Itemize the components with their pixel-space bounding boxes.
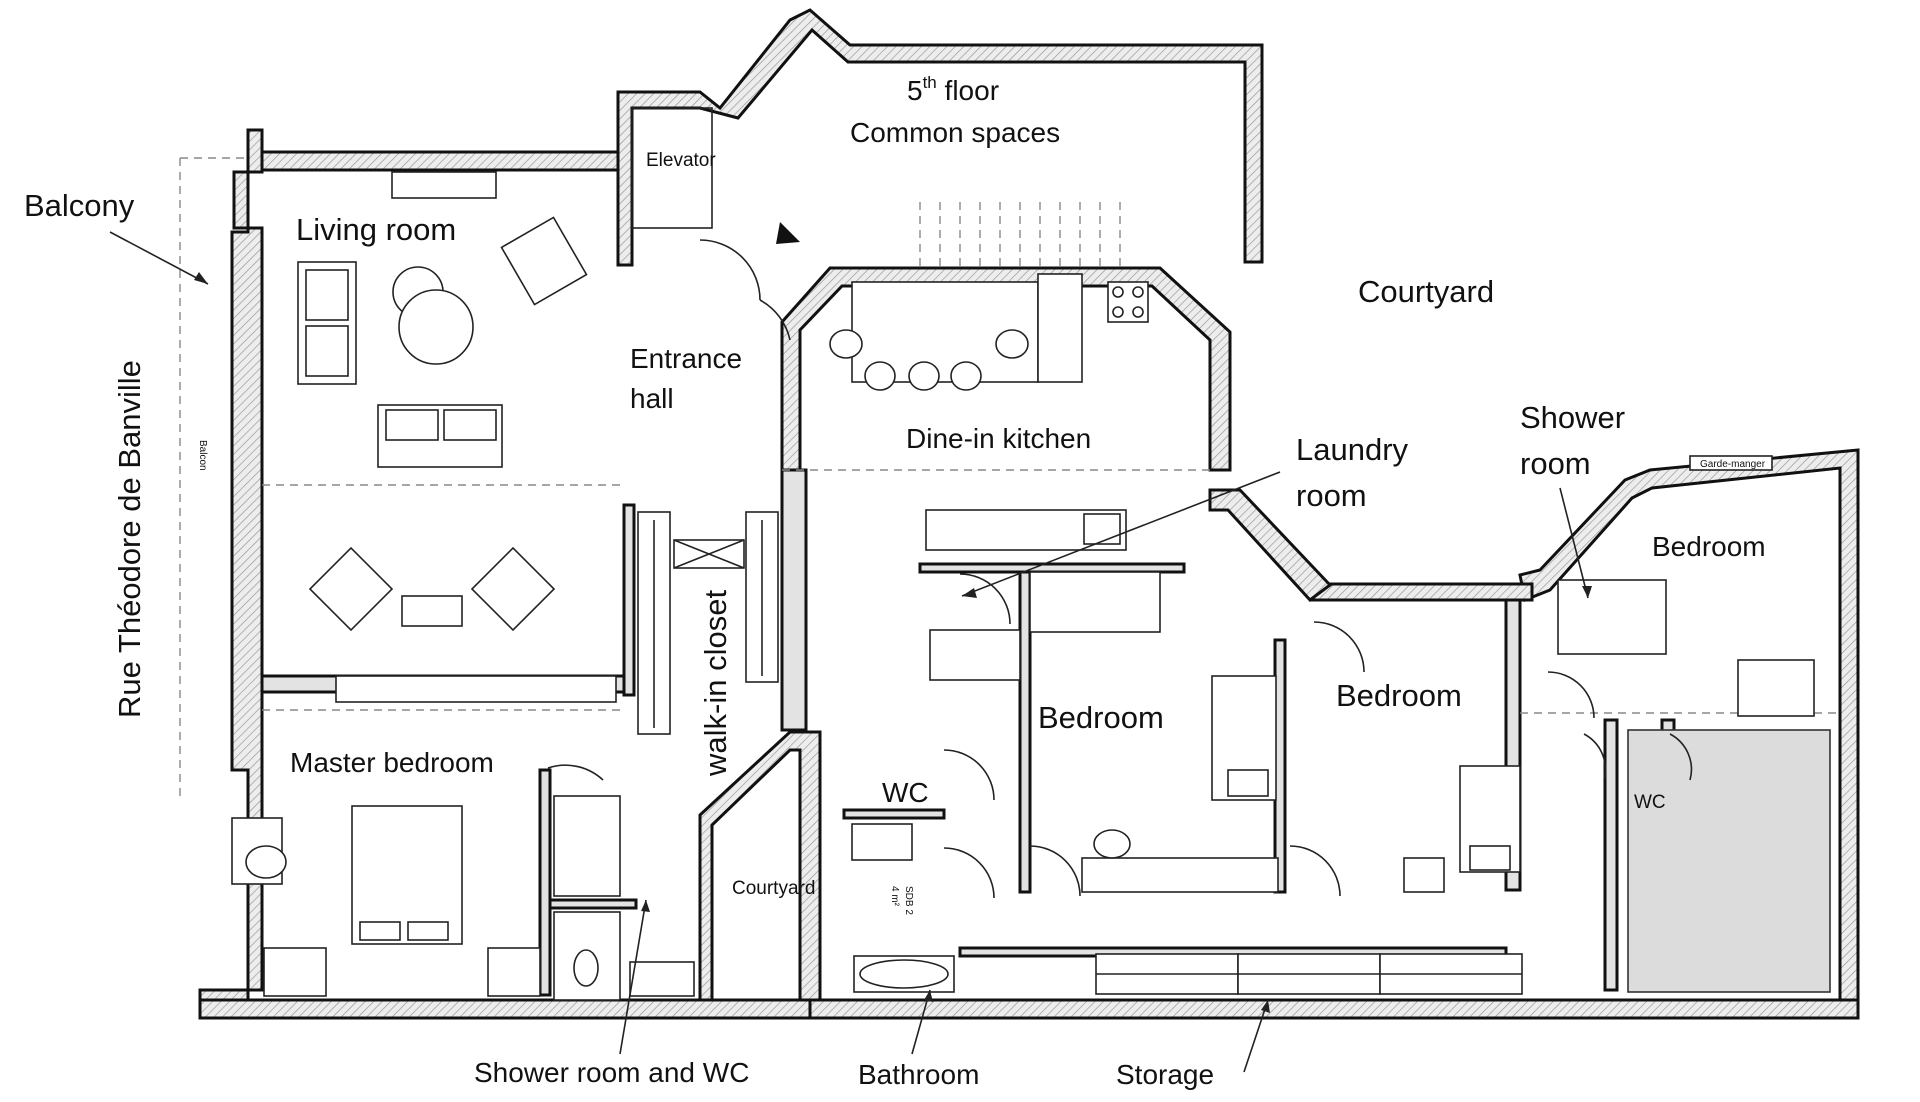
wc-center-label: WC xyxy=(882,777,929,808)
wardrobe-left xyxy=(263,947,327,997)
kitchen-furniture xyxy=(829,273,1149,551)
master-shower-wc xyxy=(553,795,695,1001)
living-room-furniture xyxy=(297,171,617,703)
walk-in-closet xyxy=(637,511,779,735)
wardrobe-center xyxy=(1081,857,1279,893)
shower-room-top-label-1: Shower xyxy=(1520,400,1625,435)
closet-hangers xyxy=(653,520,763,728)
right-wing xyxy=(1547,455,1831,993)
shower-room-top-label-2: room xyxy=(1520,446,1591,481)
common-spaces-label: Common spaces xyxy=(850,117,1060,148)
armchair-right xyxy=(470,546,556,632)
bathroom-arrow xyxy=(911,989,931,1055)
shower-tray xyxy=(1557,579,1667,655)
stair-lines xyxy=(919,202,1121,268)
sdb-label: SDB 2 xyxy=(903,886,914,915)
balcon-small-label: Balcon xyxy=(197,440,208,471)
dine-in-kitchen-label: Dine-in kitchen xyxy=(906,423,1091,454)
kitchen-counter xyxy=(1037,273,1083,383)
elevator-label: Elevator xyxy=(646,150,716,171)
bathroom-label: Bathroom xyxy=(858,1059,979,1090)
fireplace xyxy=(391,171,497,199)
top-wall-living xyxy=(260,150,620,172)
kitchen-sink xyxy=(1083,513,1121,545)
bathroom-wc-partition xyxy=(842,808,946,820)
balcony-arrow xyxy=(109,231,209,285)
left-facade-wall xyxy=(230,128,264,992)
laundry-diag-wall xyxy=(1208,488,1333,603)
elevator-shaft xyxy=(631,107,713,229)
wc-right-label: WC xyxy=(1634,792,1666,813)
shower-room-arrow xyxy=(1559,487,1589,599)
dashed-lines xyxy=(179,157,1840,800)
laundry-room xyxy=(929,571,1161,681)
grey-room xyxy=(1627,729,1831,993)
bottom-wall-right xyxy=(808,998,1860,1020)
entrance-hall-label-2: hall xyxy=(630,383,674,414)
living-room-label: Living room xyxy=(296,212,456,247)
master-bedroom-label: Master bedroom xyxy=(290,747,494,778)
mid-bedroom-top-wall xyxy=(1310,582,1534,602)
sideboard xyxy=(335,675,617,703)
laundry-room-label-1: Laundry xyxy=(1296,432,1409,467)
courtyard-small-label: Courtyard xyxy=(732,878,815,899)
shower-room-wc-label: Shower room and WC xyxy=(474,1057,749,1088)
entrance-hall-label-1: Entrance xyxy=(630,343,742,374)
armchair-left xyxy=(308,546,394,632)
corridor-top-wall xyxy=(918,562,1186,574)
balcony-label: Balcony xyxy=(24,188,135,223)
right-wc-wall xyxy=(1603,718,1619,992)
shower-partition xyxy=(548,898,638,910)
garde-manger-cabinet xyxy=(1689,455,1773,471)
elevator-area xyxy=(631,107,1121,341)
master-bedroom-furniture xyxy=(231,764,604,997)
closet-left-partition xyxy=(622,503,636,697)
storage-cabinets xyxy=(1095,953,1523,995)
courtyard-small-walls xyxy=(698,730,822,1002)
fifth-floor-label: 5th floor xyxy=(907,73,999,106)
callout-arrows xyxy=(109,231,1592,1073)
coffee-table-large xyxy=(398,289,474,365)
bedroom-center-label: Bedroom xyxy=(1038,700,1164,735)
bottom-wall-long xyxy=(198,998,812,1020)
bedroom-center-left-wall xyxy=(1018,570,1032,894)
hall-kitchen-partition xyxy=(780,468,808,732)
elevator-marker xyxy=(776,222,800,244)
bed xyxy=(351,805,463,945)
bedroom-furniture xyxy=(1029,621,1521,897)
laundry-arrow xyxy=(961,471,1281,597)
armchair-top xyxy=(500,216,588,306)
walk-in-closet-label: walk-in closet xyxy=(698,590,733,777)
sdb-area-label: 4 m² xyxy=(889,886,900,907)
bedroom-mid-label: Bedroom xyxy=(1336,678,1462,713)
bedroom-right-label: Bedroom xyxy=(1652,531,1766,562)
laundry-room-label-2: room xyxy=(1296,478,1367,513)
room-labels: Balcony Rue Théodore de Banville Balcon … xyxy=(24,73,1766,1090)
low-table xyxy=(401,595,463,627)
street-label: Rue Théodore de Banville xyxy=(112,360,147,718)
exterior-walls xyxy=(198,8,1860,1020)
master-right-partition xyxy=(538,768,552,997)
center-wc-bathroom xyxy=(851,749,995,993)
shower-wc-arrow xyxy=(619,899,647,1055)
wardrobe-right xyxy=(487,947,541,997)
storage-label: Storage xyxy=(1116,1059,1214,1090)
courtyard-top-label: Courtyard xyxy=(1358,274,1494,309)
garde-manger-label: Garde-manger xyxy=(1700,459,1766,470)
storage-arrow xyxy=(1243,999,1269,1073)
